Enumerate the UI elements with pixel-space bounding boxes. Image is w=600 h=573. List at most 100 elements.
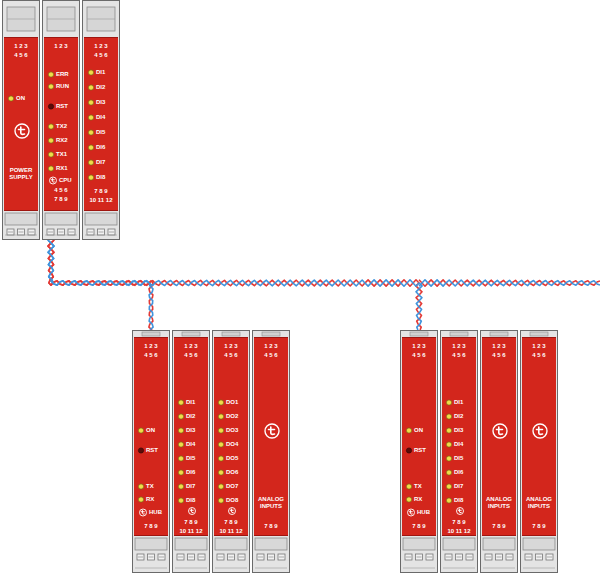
terminal-label: 4 5 6 bbox=[522, 352, 556, 359]
cable-continuation bbox=[419, 280, 600, 286]
status-led bbox=[178, 484, 183, 489]
housing-rib bbox=[483, 568, 515, 569]
led-label: DO1 bbox=[226, 399, 248, 406]
status-led bbox=[406, 497, 411, 502]
din-module: 1 2 34 5 6DI1DI2DI3DI4DI5DI6DI7DI87 8 91… bbox=[440, 330, 478, 573]
status-led bbox=[218, 456, 223, 461]
module-front-panel bbox=[402, 337, 436, 536]
status-led bbox=[446, 498, 451, 503]
led-label: DI3 bbox=[186, 427, 208, 434]
led-label: DO3 bbox=[226, 427, 248, 434]
terminal-block bbox=[483, 538, 515, 550]
terminal-label: 7 8 9 bbox=[44, 196, 78, 203]
housing-top bbox=[450, 332, 468, 336]
housing-rib bbox=[47, 19, 75, 20]
status-led bbox=[218, 400, 223, 405]
terminal-screw bbox=[28, 229, 35, 235]
screw-slot bbox=[427, 557, 432, 558]
housing-rib bbox=[7, 19, 35, 20]
screw-slot bbox=[29, 232, 34, 233]
housing-rib bbox=[5, 235, 37, 236]
led-label: TX bbox=[146, 483, 168, 490]
housing-rib bbox=[215, 568, 247, 569]
brand-logo-mark bbox=[190, 509, 193, 513]
module-art bbox=[213, 331, 249, 573]
terminal-label: 10 11 12 bbox=[84, 197, 118, 204]
terminal-screw bbox=[268, 554, 275, 560]
terminal-screw bbox=[217, 554, 224, 560]
housing-rib bbox=[523, 568, 555, 569]
module-front-panel bbox=[442, 337, 476, 536]
led-label: ERR bbox=[56, 71, 78, 78]
brand-logo-mark bbox=[51, 179, 54, 183]
din-module: 1 2 34 5 6DI1DI2DI3DI4DI5DI6DI7DI87 8 91… bbox=[82, 0, 120, 240]
status-led bbox=[48, 124, 53, 129]
terminal-label: 7 8 9 bbox=[402, 523, 436, 530]
led-label: DI7 bbox=[186, 483, 208, 490]
terminal-screw bbox=[148, 554, 155, 560]
terminal-screw bbox=[405, 554, 412, 560]
screw-slot bbox=[229, 557, 234, 558]
status-led bbox=[446, 484, 451, 489]
led-label: DI6 bbox=[454, 469, 476, 476]
module-art bbox=[3, 1, 39, 241]
screw-slot bbox=[497, 557, 502, 558]
terminal-label: 7 8 9 bbox=[214, 519, 248, 526]
terminal-label: 4 5 6 bbox=[254, 352, 288, 359]
brand-logo bbox=[408, 509, 415, 516]
terminal-screw bbox=[445, 554, 452, 560]
led-label: RX1 bbox=[56, 165, 78, 172]
din-module: 1 2 34 5 6ANALOG INPUTS7 8 9 bbox=[520, 330, 558, 573]
screw-slot bbox=[457, 557, 462, 558]
led-label: DI3 bbox=[454, 427, 476, 434]
module-name: HUB bbox=[149, 509, 169, 516]
module-art bbox=[481, 331, 517, 573]
housing-top bbox=[490, 332, 508, 336]
screw-slot bbox=[19, 232, 24, 233]
module-art bbox=[441, 331, 477, 573]
screw-slot bbox=[507, 557, 512, 558]
led-label: DI2 bbox=[186, 413, 208, 420]
terminal-label: 7 8 9 bbox=[174, 519, 208, 526]
terminal-label: 1 2 3 bbox=[44, 43, 78, 50]
terminal-block bbox=[5, 213, 37, 225]
brand-logo-mark bbox=[497, 427, 503, 434]
module-art bbox=[173, 331, 209, 573]
terminal-label: 1 2 3 bbox=[214, 343, 248, 350]
terminal-screw bbox=[525, 554, 532, 560]
housing-top bbox=[530, 332, 548, 336]
terminal-screw bbox=[158, 554, 165, 560]
led-label: RX bbox=[146, 496, 168, 503]
brand-logo bbox=[229, 508, 236, 515]
terminal-block bbox=[255, 538, 287, 550]
din-module: 1 2 34 5 6ANALOG INPUTS7 8 9 bbox=[252, 330, 290, 573]
terminal-screw bbox=[58, 229, 65, 235]
screw-slot bbox=[269, 557, 274, 558]
status-led bbox=[48, 72, 53, 77]
led-label: DO7 bbox=[226, 483, 248, 490]
housing-rib bbox=[87, 19, 115, 20]
screw-slot bbox=[149, 557, 154, 558]
din-module: 1 2 34 5 6ONRSTTXRXHUB7 8 9 bbox=[400, 330, 438, 573]
housing-top bbox=[222, 332, 240, 336]
cable-strand-blue bbox=[48, 240, 422, 330]
terminal-label: 1 2 3 bbox=[442, 343, 476, 350]
led-label: DO6 bbox=[226, 469, 248, 476]
housing-rib bbox=[255, 568, 287, 569]
din-module: 1 2 34 5 6ONPOWER SUPPLY bbox=[2, 0, 40, 240]
screw-slot bbox=[178, 557, 183, 558]
housing-top bbox=[142, 332, 160, 336]
status-led bbox=[218, 484, 223, 489]
housing-rib bbox=[135, 568, 167, 569]
terminal-label: 7 8 9 bbox=[84, 188, 118, 195]
terminal-label: 7 8 9 bbox=[254, 523, 288, 530]
din-module: 1 2 34 5 6ANALOG INPUTS7 8 9 bbox=[480, 330, 518, 573]
led-label: RST bbox=[414, 447, 436, 454]
led-label: DI5 bbox=[454, 455, 476, 462]
screw-slot bbox=[486, 557, 491, 558]
led-label: DI7 bbox=[96, 159, 118, 166]
terminal-screw bbox=[506, 554, 513, 560]
led-label: DI1 bbox=[454, 399, 476, 406]
led-label: DI2 bbox=[454, 413, 476, 420]
status-led bbox=[178, 414, 183, 419]
